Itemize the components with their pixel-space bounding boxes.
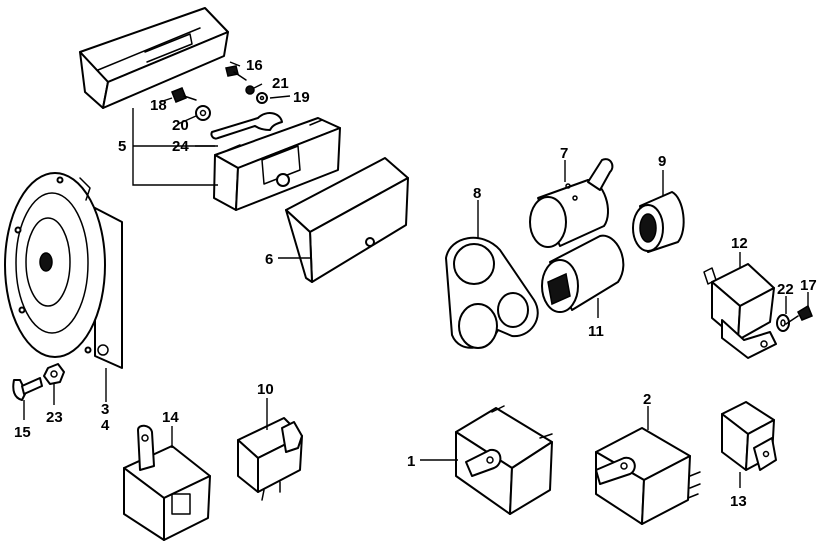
callout-5: 5 — [118, 138, 126, 155]
screw-16 — [225, 65, 247, 81]
relay-1 — [455, 405, 553, 515]
callout-14: 14 — [162, 409, 179, 426]
wrench-clip — [210, 112, 283, 140]
callout-1: 1 — [407, 453, 415, 470]
callout-6: 6 — [265, 251, 273, 268]
nut-23 — [43, 363, 65, 385]
relay-2 — [595, 427, 701, 525]
callout-12: 12 — [731, 235, 748, 252]
callout-4: 4 — [101, 417, 110, 434]
callout-9: 9 — [658, 153, 666, 170]
callout-15: 15 — [14, 424, 31, 441]
washer-22 — [776, 314, 790, 332]
relay-10 — [237, 417, 303, 501]
callout-21: 21 — [272, 75, 289, 92]
nut-21 — [245, 85, 255, 95]
washer-19 — [256, 92, 268, 104]
relay-cap-9 — [632, 191, 685, 253]
callout-24: 24 — [172, 138, 189, 155]
screw-17 — [785, 304, 813, 325]
washer-20 — [195, 105, 211, 121]
bracket — [285, 157, 409, 283]
leader-lines — [23, 61, 809, 488]
callout-11: 11 — [588, 323, 604, 340]
relay-box-base — [213, 117, 341, 211]
bolt-18 — [171, 87, 197, 103]
relay-13 — [721, 401, 777, 471]
relay-box-cover — [79, 7, 229, 109]
relay-7 — [529, 158, 614, 248]
relay-11 — [541, 234, 625, 313]
relay-12 — [703, 263, 777, 359]
callout-7: 7 — [560, 145, 568, 162]
callout-23: 23 — [46, 409, 63, 426]
callout-18: 18 — [150, 97, 167, 114]
bolt-15 — [12, 377, 43, 401]
callout-20: 20 — [172, 117, 189, 134]
callout-8: 8 — [473, 185, 481, 202]
callout-10: 10 — [257, 381, 274, 398]
callout-labels: 5 24 16 21 19 18 20 6 3 4 15 23 8 7 9 11… — [14, 57, 817, 510]
callout-16: 16 — [246, 57, 263, 74]
relay-14 — [123, 424, 211, 541]
callout-17: 17 — [800, 277, 817, 294]
horn — [4, 172, 123, 369]
callout-3: 3 — [101, 401, 109, 418]
callout-2: 2 — [643, 391, 651, 408]
callout-13: 13 — [730, 493, 747, 510]
callout-22: 22 — [777, 281, 794, 298]
callout-19: 19 — [293, 89, 310, 106]
relay-holder-bracket — [445, 236, 539, 349]
